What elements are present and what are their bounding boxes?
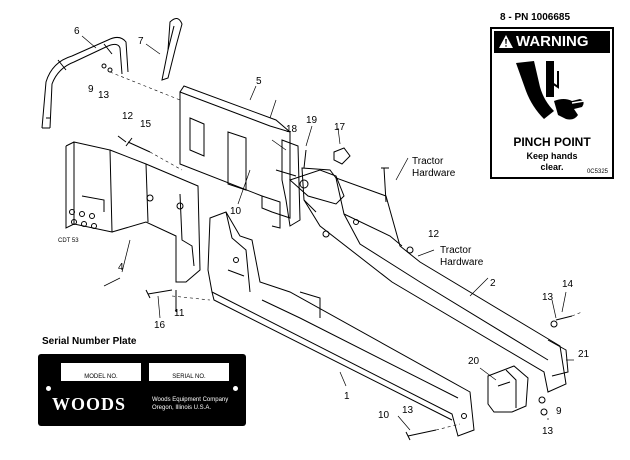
callout-1: 1 <box>344 391 350 402</box>
callout-20: 20 <box>468 356 480 367</box>
serial-plate-title: Serial Number Plate <box>42 336 137 347</box>
callout-13c: 13 <box>402 405 414 416</box>
callout-13: 13 <box>98 90 110 101</box>
callout-13b: 13 <box>542 292 554 303</box>
callout-16: 16 <box>154 320 166 331</box>
part-17-nut <box>333 147 351 165</box>
serial-number-field: SERIAL NO. <box>148 362 230 382</box>
callout-2: 2 <box>490 278 496 289</box>
part-1-arm <box>207 211 475 437</box>
company-location: Oregon, Illinois U.S.A. <box>152 405 212 411</box>
callout-4: 4 <box>118 262 124 273</box>
callout-10: 10 <box>230 206 242 217</box>
warning-triangle-icon <box>499 35 513 48</box>
model-number-label: MODEL NO. <box>84 374 118 380</box>
bolt-15 <box>125 137 151 153</box>
drawing-code: CDT 53 <box>58 238 79 244</box>
callout-18: 18 <box>286 124 298 135</box>
part-18-bracket <box>275 139 301 227</box>
bolt-16 <box>145 289 173 299</box>
bolt-14 <box>555 315 573 321</box>
callout-12: 12 <box>122 111 134 122</box>
callout-15: 15 <box>140 119 152 130</box>
tractor-hardware-note-1-line2: Hardware <box>412 168 456 179</box>
warning-bar: WARNING <box>494 31 610 53</box>
tractor-hardware-note-1-line1: Tractor <box>412 156 444 167</box>
callout-19: 19 <box>306 115 318 126</box>
company-address: Woods Equipment Company Oregon, Illinois… <box>152 396 228 412</box>
callout-7: 7 <box>138 36 144 47</box>
callout-21: 21 <box>578 349 590 360</box>
part-5-plate <box>179 85 291 229</box>
clear-line: clear. <box>540 162 564 172</box>
part-20-bracket <box>487 365 529 413</box>
callout-5: 5 <box>256 76 262 87</box>
callout-11: 11 <box>174 308 185 319</box>
part-21-end <box>547 339 569 377</box>
company-name: Woods Equipment Company <box>152 397 229 403</box>
callout-12b: 12 <box>428 229 440 240</box>
warning-text: WARNING <box>516 33 589 50</box>
callout-10b: 10 <box>378 410 390 421</box>
warning-decal: WARNING PINCH POINT Keep hands clear. 0C… <box>490 27 614 179</box>
model-number-field: MODEL NO. <box>60 362 142 382</box>
part-19-linkage <box>289 149 345 205</box>
serial-number-label: SERIAL NO. <box>172 374 206 380</box>
keep-hands-line: Keep hands <box>526 151 578 161</box>
callout-17: 17 <box>334 122 346 133</box>
washer-12b <box>406 246 414 254</box>
rivet-right <box>233 386 238 391</box>
part-6-handle <box>41 36 129 129</box>
part-4-bracket <box>65 141 201 283</box>
pinch-point-text: PINCH POINT <box>513 135 591 149</box>
woods-logo: WOODS <box>52 394 127 414</box>
callout-9: 9 <box>88 84 94 95</box>
decal-code: 0C5325 <box>586 169 608 175</box>
rivet-left <box>46 386 51 391</box>
washer-13b <box>540 408 548 416</box>
callout-9b: 9 <box>556 406 562 417</box>
decal-part-number: 8 - PN 1006685 <box>500 12 571 23</box>
washer-13a <box>550 320 558 328</box>
washer-9 <box>538 396 546 404</box>
callout-13d: 13 <box>542 426 554 437</box>
callout-14: 14 <box>562 279 574 290</box>
part-2-arm <box>301 167 567 393</box>
keep-hands-text: Keep hands clear. <box>492 151 612 173</box>
pinch-point-hand-icon <box>516 61 585 120</box>
bolt-12a <box>117 135 127 143</box>
part-7-pin <box>161 18 183 81</box>
callout-6: 6 <box>74 26 80 37</box>
tractor-hardware-bolt <box>381 167 389 203</box>
tractor-hardware-note-2-line1: Tractor <box>440 245 472 256</box>
tractor-hardware-note-2-line2: Hardware <box>440 257 484 268</box>
serial-number-plate: MODEL NO. SERIAL NO. WOODS Woods Equipme… <box>38 354 246 426</box>
bolt-10 <box>405 429 437 441</box>
